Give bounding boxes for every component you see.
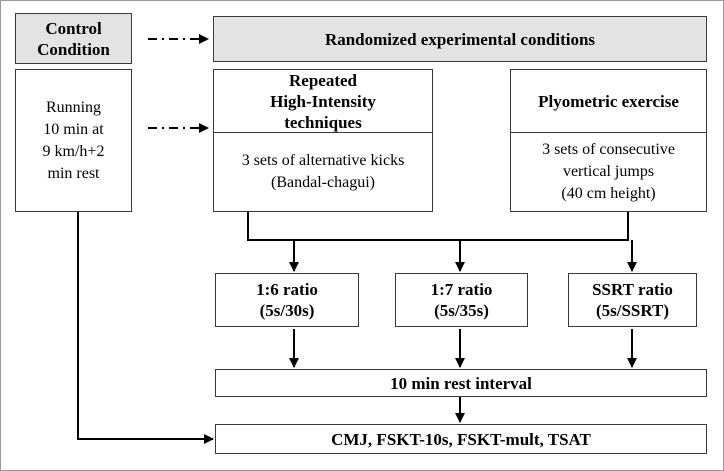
repeated-high-intensity-desc-line: 3 sets of alternative kicks [241,152,405,169]
plyometric-desc-line: 3 sets of consecutive [542,141,675,158]
control-activity-line: 10 min at [43,120,104,138]
repeated-high-intensity-description: 3 sets of alternative kicks (Bandal-chag… [214,133,432,211]
arrow-control-to-outcomes [77,212,214,444]
plyometric-exercise-box: Plyometric exercise 3 sets of consecutiv… [510,69,707,212]
repeated-high-intensity-title-line: techniques [284,112,362,132]
repeated-high-intensity-title-line: Repeated [289,70,357,90]
outcomes-box: CMJ, FSKT-10s, FSKT-mult, TSAT [215,424,707,454]
ratio-label: SSRT ratio [592,280,673,299]
ratio-box-1-6: 1:6 ratio (5s/30s) [215,273,359,327]
repeated-high-intensity-box: Repeated High-Intensity techniques 3 set… [213,69,433,212]
ratio-box-1-7: 1:7 ratio (5s/35s) [395,273,528,327]
rest-interval-box: 10 min rest interval [215,369,707,397]
control-condition-line1: Control [45,18,102,38]
control-activity-line: Running [45,98,102,116]
plyometric-desc-line: (40 cm height) [561,185,656,202]
control-activity-line: 9 km/h+2 [42,142,105,160]
repeated-high-intensity-title-line: High-Intensity [270,91,376,111]
repeated-high-intensity-title: Repeated High-Intensity techniques [214,70,432,133]
control-condition-box: Control Condition [15,13,132,64]
ratio-detail: (5s/SSRT) [595,301,670,320]
randomized-conditions-label: Randomized experimental conditions [324,29,596,49]
ratio-label: 1:7 ratio [430,280,493,299]
plyometric-exercise-title: Plyometric exercise [511,70,706,133]
ratio-detail: (5s/30s) [259,301,315,320]
randomized-conditions-header: Randomized experimental conditions [213,16,707,62]
control-activity-box: Running 10 min at 9 km/h+2 min rest [15,69,132,212]
ratio-label: 1:6 ratio [256,280,318,299]
rest-interval-label: 10 min rest interval [390,373,532,393]
control-condition-line2: Condition [37,39,110,59]
outcomes-label: CMJ, FSKT-10s, FSKT-mult, TSAT [331,429,591,449]
repeated-high-intensity-desc-line: (Bandal-chagui) [271,174,375,191]
plyometric-desc-line: vertical jumps [562,163,655,180]
ratio-detail: (5s/35s) [434,301,489,320]
merge-bracket [247,212,629,241]
plyometric-exercise-description: 3 sets of consecutive vertical jumps (40… [511,133,706,211]
control-activity-line: min rest [47,164,100,182]
ratio-box-ssrt: SSRT ratio (5s/SSRT) [568,273,697,327]
plyometric-exercise-title-text: Plyometric exercise [538,91,679,111]
